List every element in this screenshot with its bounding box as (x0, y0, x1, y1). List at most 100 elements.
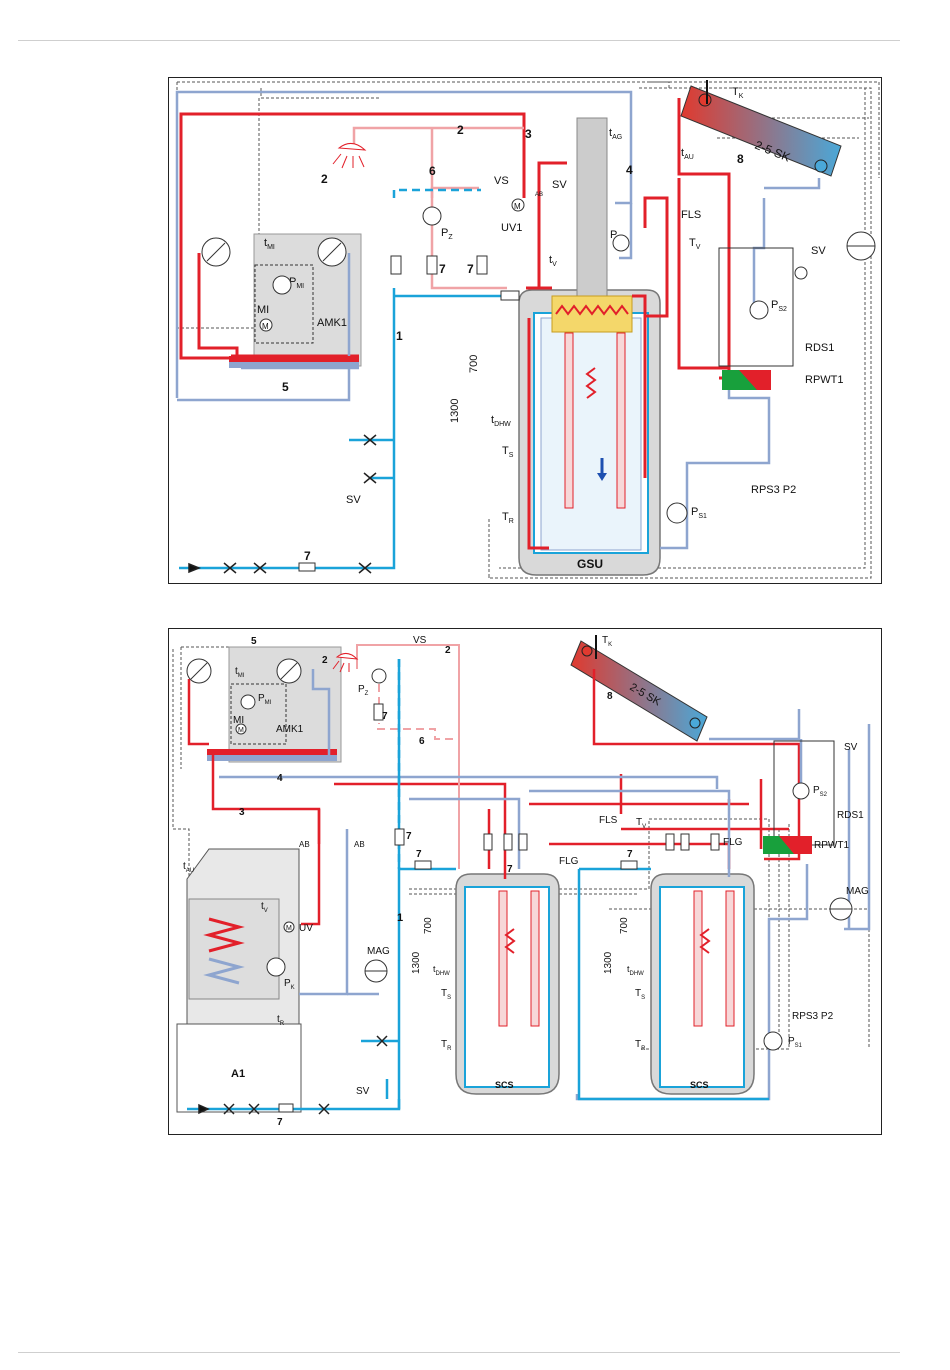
gauge-left (201, 237, 231, 267)
label-amk1: AMK1 (276, 724, 304, 735)
label-1: 1 (396, 329, 403, 343)
svg-text:M: M (286, 925, 292, 932)
label-sv-top: SV (552, 179, 567, 191)
amk1-inner (254, 264, 314, 344)
svg-text:M: M (514, 202, 521, 211)
svg-text:M: M (238, 727, 244, 734)
label-mag-right: MAG (846, 886, 869, 897)
label-7e: 7 (627, 849, 633, 860)
gauge-right (317, 237, 347, 267)
mixer-motor: M (259, 318, 273, 332)
label-ab2: AB (354, 840, 365, 849)
label-dim700a: 700 (423, 917, 434, 934)
label-mag-left: MAG (367, 946, 390, 957)
label-tdhw-b: tDHW (627, 964, 644, 977)
scs-tank-b (650, 873, 755, 1095)
cold-pipes (219, 669, 871, 1101)
label-sv-left: SV (356, 1086, 370, 1097)
label-pz: PZ (441, 227, 453, 241)
label-ps2: PS2 (813, 785, 828, 798)
pump-pmi (240, 694, 256, 710)
label-tdhw-a: tDHW (433, 964, 450, 977)
label-ts-b: TS (635, 988, 645, 1001)
amk1-inner (230, 683, 287, 745)
label-dim700: 700 (468, 355, 480, 373)
label-pz: PZ (358, 684, 369, 697)
label-2b: 2 (321, 172, 328, 186)
label-sv-left: SV (346, 494, 361, 506)
label-rpwt1: RPWT1 (814, 840, 849, 851)
label-dim700b: 700 (619, 917, 630, 934)
mag-left (364, 959, 388, 983)
label-rds1: RDS1 (837, 810, 864, 821)
label-vs: VS (494, 175, 509, 187)
pump-pz (371, 668, 387, 684)
label-7d: 7 (507, 864, 513, 875)
label-tk: TK (602, 635, 612, 648)
label-4: 4 (277, 773, 283, 784)
label-ps2: PS2 (771, 299, 787, 313)
label-amk1: AMK1 (317, 317, 347, 329)
label-ts-a: TS (441, 988, 451, 1001)
rpwt1-exchanger-red (739, 370, 771, 390)
label-fls: FLS (599, 815, 618, 826)
solar-collector (680, 80, 842, 177)
label-6: 6 (429, 164, 436, 178)
label-sv-right: SV (811, 245, 826, 257)
label-gsu: GSU (577, 557, 603, 571)
label-tv-small: tV (549, 254, 557, 268)
label-rps3: RPS3 P2 (751, 484, 796, 496)
label-3: 3 (525, 127, 532, 141)
manifold-hot (207, 749, 337, 755)
label-tau: tAU (681, 147, 694, 161)
diagram-gsu-svg: TK 2-5 SK 8 tAG tAU 3 2 4 6 2 VS SV UV1 … (175, 80, 880, 579)
label-pmi: PMI (289, 276, 304, 290)
bottom-rule (18, 1352, 900, 1353)
label-7b: 7 (406, 831, 412, 842)
boiler-a1 (176, 848, 302, 1113)
scs-tank-a (455, 873, 560, 1095)
mixer-uv: M (283, 921, 295, 933)
label-pk: PK (284, 978, 295, 991)
label-rds1: RDS1 (805, 342, 834, 354)
label-scs-b: SCS (690, 1080, 709, 1090)
label-mi: MI (233, 715, 244, 726)
label-5: 5 (282, 380, 289, 394)
label-pmi: PMI (258, 693, 272, 706)
svg-text:M: M (262, 322, 269, 331)
label-rps3: RPS3 P2 (792, 1011, 834, 1022)
pump-ps2 (749, 300, 769, 320)
label-ps1: PS1 (691, 506, 707, 520)
label-2b: 2 (445, 645, 451, 656)
mag-right (829, 897, 853, 921)
label-vs: VS (413, 635, 427, 646)
pump-ps1 (763, 1031, 783, 1051)
label-scs-a: SCS (495, 1080, 514, 1090)
label-tdhw: tDHW (491, 414, 511, 428)
diagram-gsu-system: TK 2-5 SK 8 tAG tAU 3 2 4 6 2 VS SV UV1 … (168, 77, 882, 584)
gauge-right (276, 658, 302, 684)
label-2: 2 (322, 655, 328, 666)
label-2a: 2 (457, 123, 464, 137)
label-7c: 7 (304, 549, 311, 563)
label-7c: 7 (416, 849, 422, 860)
label-tr-a: TR (441, 1039, 452, 1052)
hot-light-pipes (352, 126, 524, 290)
diagram-scs-svg: M M 5 2 VS 2 TK 2-5 SK 8 tMI PMI MI AMK1… (172, 635, 871, 1128)
label-tk: TK (732, 86, 744, 100)
label-tr-b: TR (635, 1039, 646, 1052)
solar-collector (570, 635, 708, 742)
pump-pk (612, 234, 630, 252)
label-uv1: UV1 (501, 222, 522, 234)
label-dim1300: 1300 (449, 399, 461, 423)
label-tmi: tMI (235, 666, 245, 679)
rpwt1-exchanger-red (779, 836, 812, 854)
solar-station (718, 247, 794, 367)
label-a1: A1 (231, 1068, 245, 1080)
pump-ps1 (666, 502, 688, 524)
svg-text:AB: AB (535, 192, 543, 198)
label-sv-right: SV (844, 742, 858, 753)
gsu-tank (518, 117, 661, 576)
label-rpwt1: RPWT1 (805, 374, 844, 386)
mixer-uv1: M AB (511, 192, 543, 212)
